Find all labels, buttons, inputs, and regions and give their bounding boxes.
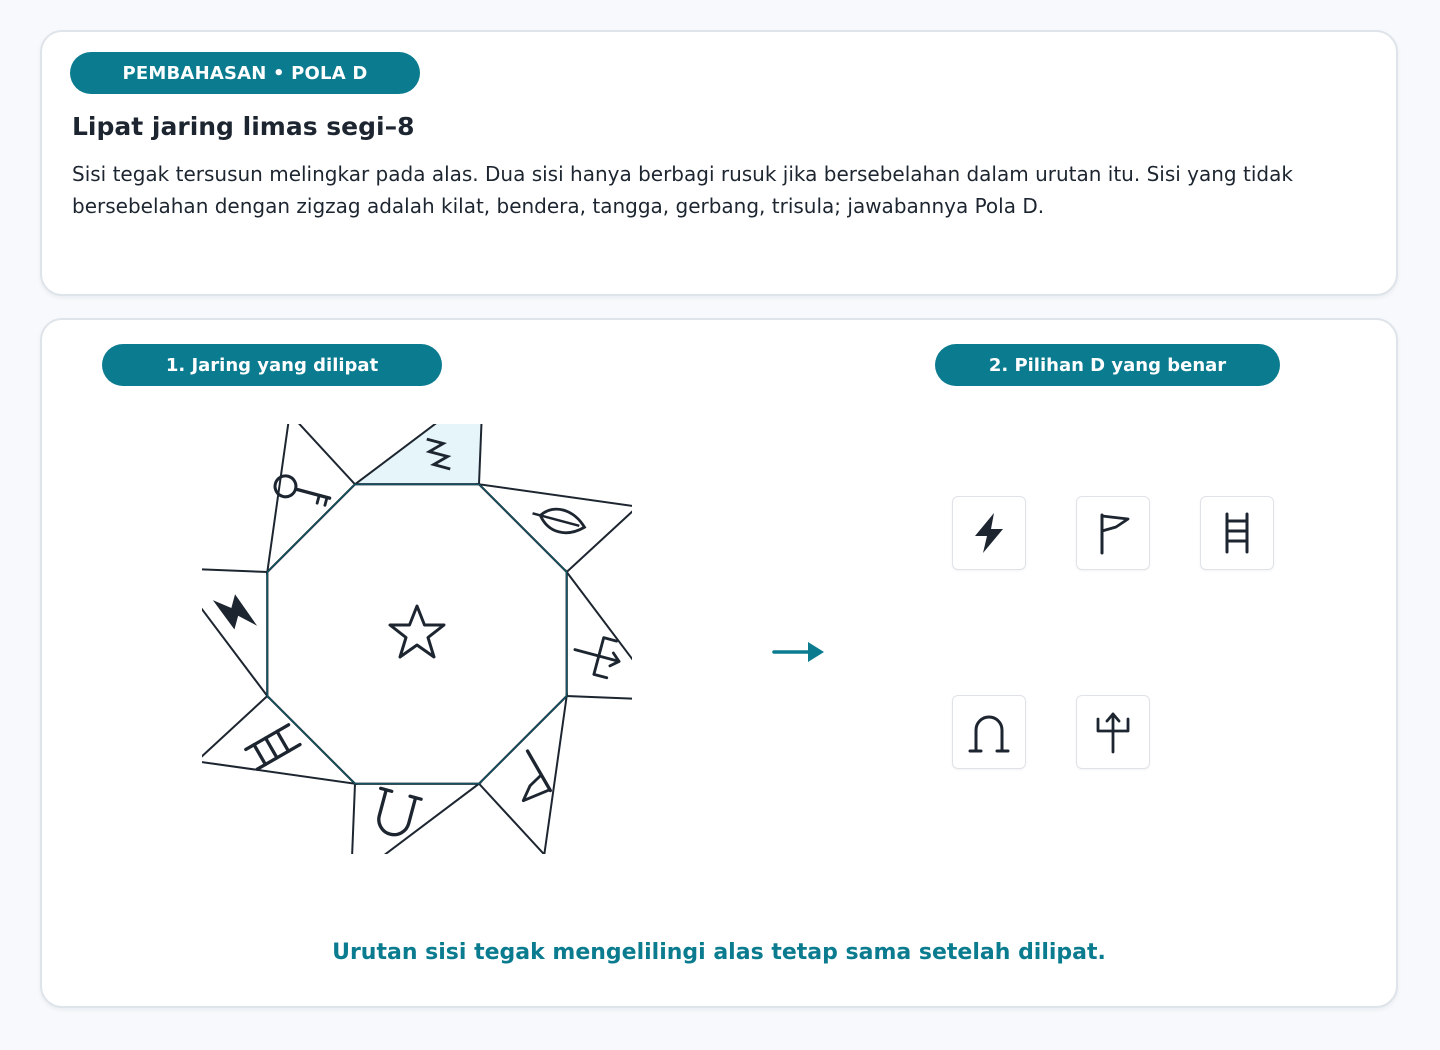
key-icon: [273, 474, 332, 507]
ladder-icon: [244, 723, 302, 771]
net-face-flag: [477, 693, 569, 854]
option-tile-lightning: [952, 496, 1026, 570]
explanation-title: Lipat jaring limas segi–8: [72, 112, 415, 141]
explanation-badge: PEMBAHASAN • POLA D: [70, 52, 420, 94]
diagram-card: 1. Jaring yang dilipat 2. Pilihan D yang…: [40, 318, 1398, 1008]
explanation-card: PEMBAHASAN • POLA D Lipat jaring limas s…: [40, 30, 1398, 296]
ladder-icon: [1225, 512, 1249, 554]
arch-icon: [377, 786, 423, 837]
lightning-icon: [975, 513, 1003, 553]
net-face-ladder: [202, 694, 358, 786]
net-face-trident: [565, 569, 632, 700]
flag-icon: [1100, 513, 1130, 555]
net-face-zigzag: [352, 424, 483, 486]
fold-caption: Urutan sisi tegak mengelilingi alas teta…: [332, 940, 1106, 965]
arrow-right-icon: [772, 642, 824, 662]
leaf-icon: [532, 507, 587, 535]
arch-icon: [968, 715, 1010, 753]
option-tile-trident: [1076, 695, 1150, 769]
option-tile-flag: [1076, 496, 1150, 570]
octagonal-pyramid-net: [202, 424, 632, 854]
net-face-lightning: [202, 568, 269, 699]
option-tile-arch: [952, 695, 1026, 769]
flag-icon: [521, 749, 552, 803]
base-octagon: [266, 483, 568, 785]
explanation-text: Sisi tegak tersusun melingkar pada alas.…: [72, 162, 1293, 218]
net-face-arch: [351, 782, 482, 854]
base-octagon-edge: [266, 483, 568, 785]
net-panel-label: 1. Jaring yang dilipat: [102, 344, 442, 386]
trident-icon: [1096, 712, 1130, 754]
trident-icon: [573, 636, 621, 680]
option-tile-ladder: [1200, 496, 1274, 570]
options-panel-label: 2. Pilihan D yang benar: [935, 344, 1280, 386]
star-icon: [388, 604, 446, 659]
lightning-icon: [212, 594, 258, 630]
net-face-leaf: [476, 482, 632, 574]
zigzag-icon: [425, 437, 452, 471]
